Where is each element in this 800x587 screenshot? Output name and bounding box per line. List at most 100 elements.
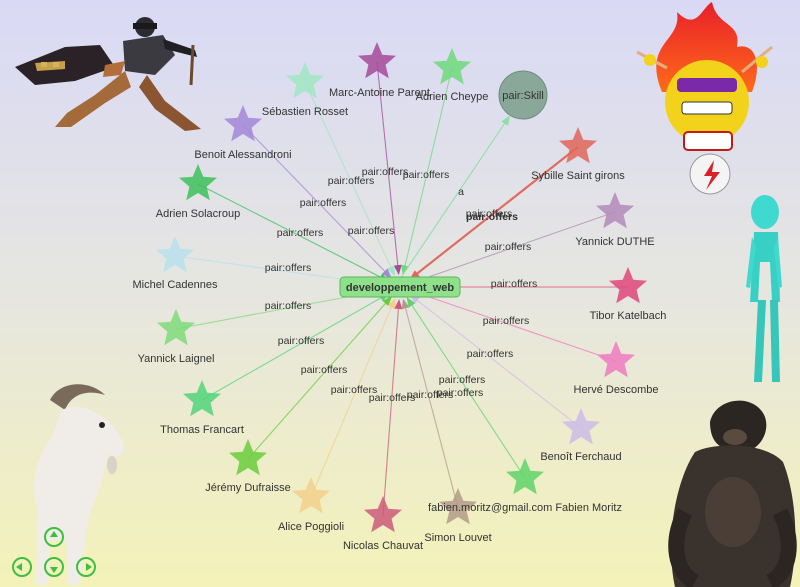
person-star-icon	[179, 164, 217, 201]
person-star-icon	[364, 496, 402, 533]
person-label: Simon Louvet	[424, 532, 491, 544]
edge-label: pair:offers	[362, 166, 409, 178]
cyan-figure-image	[746, 195, 782, 382]
person-label: Tibor Katelbach	[590, 310, 667, 322]
edge-arrowhead-12	[406, 297, 416, 308]
skill-edge-label: a	[458, 186, 464, 198]
person-node[interactable]: Tibor Katelbach	[590, 267, 667, 322]
edge-label: pair:offers	[485, 241, 532, 253]
edge-4	[197, 183, 388, 282]
person-label: Adrien Solacroup	[156, 208, 240, 220]
person-node[interactable]: Benoît Ferchaud	[540, 408, 622, 463]
person-node[interactable]: Nicolas Chauvat	[343, 496, 423, 552]
edge-label: pair:offers	[491, 278, 538, 290]
edge-arrowhead-2	[387, 265, 395, 277]
person-star-icon	[157, 309, 195, 346]
edge-label: pair:offers	[301, 364, 348, 376]
flame-mascot-image	[636, 2, 773, 195]
skill-node[interactable]: pair:Skill	[498, 70, 548, 120]
person-label: Yannick Laignel	[138, 353, 215, 365]
edge-10	[382, 300, 400, 517]
edge-label: pair:offers	[437, 387, 484, 399]
edge-12	[407, 298, 526, 479]
edge-arrowhead-1	[401, 264, 409, 276]
edge-label: pair:offers	[439, 374, 486, 386]
person-star-icon	[229, 439, 267, 476]
person-node[interactable]: Marc-Antoine Parent	[329, 42, 430, 99]
person-label: Marc-Antoine Parent	[329, 87, 430, 99]
person-star-icon	[439, 488, 477, 525]
skill-node-label: pair:Skill	[502, 90, 544, 102]
person-node[interactable]: Thomas Francart	[160, 380, 244, 436]
person-star-icon	[559, 127, 597, 164]
person-label: Hervé Descombe	[574, 384, 659, 396]
person-node[interactable]: Alice Poggioli	[278, 477, 344, 533]
person-star-icon	[224, 105, 262, 142]
edge-arrowhead-9	[387, 298, 396, 309]
edge-2	[304, 81, 395, 275]
edge-16	[413, 211, 616, 283]
person-node[interactable]: Michel Cadennes	[133, 236, 218, 291]
edge-label: pair:offers	[466, 211, 518, 223]
person-node[interactable]: Jérémy Dufraisse	[205, 439, 291, 494]
edge-label: pair:offers	[467, 348, 514, 360]
edge-label: pair:offers	[369, 392, 416, 404]
edge-7	[201, 293, 389, 401]
skill-edge-arrowhead	[501, 115, 511, 126]
person-node[interactable]: Sébastien Rosset	[262, 62, 348, 118]
person-star-icon	[156, 236, 194, 273]
person-label: Michel Cadennes	[133, 279, 218, 291]
person-star-icon	[562, 408, 600, 445]
edge-arrowhead-10	[394, 298, 403, 310]
person-label: fabien.moritz@gmail.com Fabien Moritz	[428, 502, 622, 514]
person-label: Benoît Ferchaud	[540, 451, 621, 463]
person-label: Adrien Cheype	[416, 91, 489, 103]
person-label: Benoit Alessandroni	[194, 149, 291, 161]
edge-8	[247, 297, 392, 460]
edge-14	[413, 291, 617, 362]
center-node-label: developpement_web	[346, 282, 454, 294]
person-label: Sybille Saint girons	[531, 170, 625, 182]
person-star-icon	[433, 48, 471, 85]
goat-image	[34, 384, 124, 585]
person-node[interactable]: Yannick Laignel	[138, 309, 215, 365]
edge-label: pair:offers	[348, 225, 395, 237]
person-label: Yannick DUTHE	[575, 236, 654, 248]
person-node[interactable]: Yannick DUTHE	[575, 192, 655, 248]
person-node[interactable]: Hervé Descombe	[574, 341, 659, 396]
person-label: Nicolas Chauvat	[343, 540, 423, 552]
person-label: Thomas Francart	[160, 424, 244, 436]
edge-label: pair:offers	[300, 197, 347, 209]
edge-label: pair:offers	[265, 300, 312, 312]
ninja-character-image	[15, 17, 201, 131]
navigation-pad[interactable]	[10, 525, 100, 585]
person-label: Sébastien Rosset	[262, 106, 348, 118]
skill-edge	[399, 116, 510, 280]
edge-arrowhead-0	[393, 264, 402, 276]
edge-label: pair:offers	[278, 335, 325, 347]
edge-label: pair:offers	[483, 315, 530, 327]
edge-1	[402, 67, 453, 274]
edge-label: pair:offers	[265, 262, 312, 274]
person-star-icon	[183, 380, 221, 417]
center-node[interactable]: developpement_web	[339, 276, 461, 298]
edge-label: pair:offers	[328, 175, 375, 187]
person-star-icon	[286, 62, 324, 99]
person-star-icon	[358, 42, 396, 79]
gorilla-image	[668, 400, 797, 587]
person-node[interactable]: Adrien Solacroup	[156, 164, 240, 220]
person-node[interactable]: Benoit Alessandroni	[194, 105, 292, 161]
person-node[interactable]: Sybille Saint girons	[531, 127, 625, 182]
person-node[interactable]: Adrien Cheype	[416, 48, 489, 103]
person-node[interactable]: Simon Louvet	[424, 488, 492, 544]
person-star-icon	[609, 267, 647, 304]
person-star-icon	[292, 477, 330, 514]
person-node[interactable]: fabien.moritz@gmail.com Fabien Moritz	[428, 458, 622, 514]
edge-arrowhead-3	[381, 268, 392, 279]
edge-label: pair:offers	[466, 208, 513, 220]
edge-arrowhead-11	[401, 298, 410, 310]
edge-label: pair:offers	[407, 389, 454, 401]
person-star-icon	[597, 341, 635, 378]
